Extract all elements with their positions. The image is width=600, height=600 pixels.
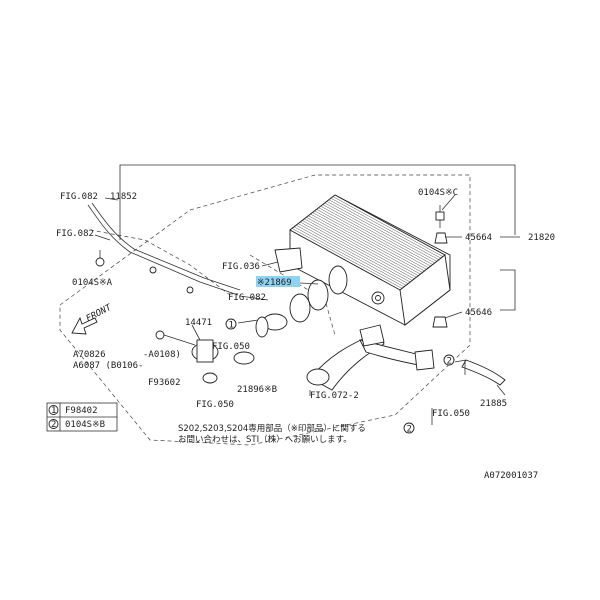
inlet-duct-rings — [255, 247, 348, 338]
core-fin — [324, 202, 435, 264]
label-a0108: -A0108) — [143, 350, 181, 360]
label-fig050-b: FIG.050 — [196, 400, 234, 410]
label-a6087: A6087 (B0106- — [73, 361, 143, 371]
label-45646: 45646 — [465, 308, 492, 318]
core-fin — [304, 218, 415, 280]
intercooler-core — [289, 194, 451, 328]
core-fin — [332, 196, 444, 257]
label-21869: ※21869 — [257, 278, 292, 288]
core-fin — [314, 210, 425, 272]
highlight-21869 — [256, 276, 300, 287]
label-f93602: F93602 — [148, 378, 181, 388]
diagram-code: A072001037 — [484, 471, 538, 481]
callout-circles — [225, 318, 455, 434]
callout-2a: 2 — [447, 357, 452, 367]
core-fin — [298, 223, 409, 284]
core-fin — [318, 207, 429, 268]
legend-row-2-code: 0104S※B — [65, 420, 105, 430]
label-0104s-c: 0104S※C — [418, 188, 458, 198]
note-line-2: お問い合わせは、STI（株）へお願いします。 — [178, 434, 352, 445]
front-arrow-icon — [71, 316, 98, 335]
label-fig082-left: FIG.082 — [56, 229, 94, 239]
core-fin — [293, 226, 405, 288]
leader-lines — [94, 194, 506, 396]
core-fin — [310, 213, 421, 275]
core-fin — [326, 201, 437, 262]
label-fig036: FIG.036 — [222, 262, 260, 272]
core-fin — [306, 217, 417, 278]
core-fin — [296, 225, 407, 286]
legend-table — [46, 402, 118, 432]
bypass-valve — [155, 330, 255, 384]
frame-lines — [119, 164, 520, 311]
label-21820: 21820 — [528, 233, 555, 243]
right-hardware — [431, 205, 506, 425]
label-0104s-a: 0104S※A — [72, 278, 113, 288]
legend-row-2-num: 2 — [51, 420, 56, 430]
core-fin — [291, 228, 403, 289]
legend-row-1-num: 1 — [51, 406, 56, 416]
label-fig050-a: FIG.050 — [212, 342, 250, 352]
label-14471: 14471 — [185, 318, 212, 328]
callout-1: 1 — [229, 321, 234, 331]
callout-2b: 2 — [407, 425, 412, 435]
pcv-pipe — [87, 202, 241, 296]
core-fin — [330, 197, 442, 259]
core-fin — [312, 212, 423, 273]
core-fin — [300, 221, 411, 283]
label-21896: 21896※B — [237, 385, 277, 395]
core-fin — [320, 205, 431, 267]
label-fig082-top: FIG.082 — [60, 192, 98, 202]
core-fin — [308, 215, 419, 276]
note-line-1: S202,S203,S204専用部品（※印部品）に関する — [178, 423, 366, 434]
label-21885: 21885 — [480, 399, 507, 409]
label-fig082-mid: FIG.082 — [228, 293, 266, 303]
legend-row-1-code: F98402 — [65, 406, 98, 416]
label-45664: 45664 — [465, 233, 492, 243]
label-11852: 11852 — [110, 192, 137, 202]
core-fin — [316, 209, 427, 270]
core-fin — [322, 204, 433, 265]
core-fin — [302, 220, 413, 281]
label-a70826: A70826 — [73, 350, 106, 360]
core-fin — [328, 199, 439, 260]
label-fig072: FIG.072-2 — [310, 391, 359, 401]
y-pipe — [306, 324, 435, 391]
label-fig050-c: FIG.050 — [432, 409, 470, 419]
